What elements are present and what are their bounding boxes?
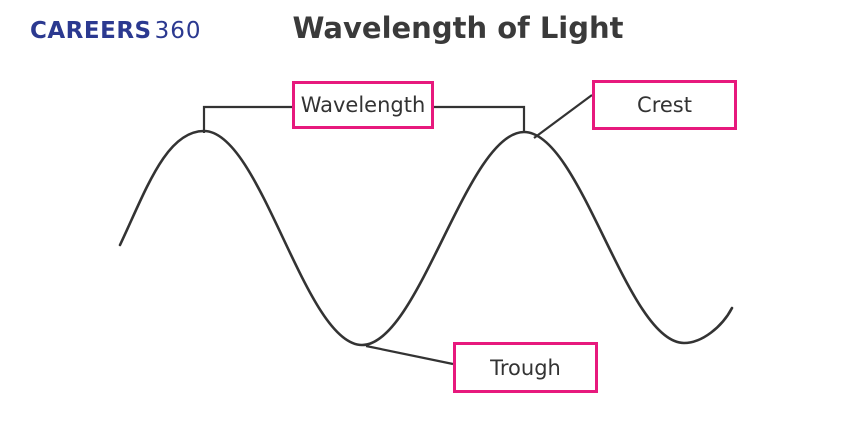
crest-label-box: Crest (592, 80, 737, 130)
crest-pointer-line (533, 94, 593, 139)
wavelength-label-box: Wavelength (292, 81, 434, 129)
trough-pointer-line (365, 344, 454, 366)
logo-text-careers: CAREERS (30, 18, 152, 44)
wavelength-label: Wavelength (300, 93, 426, 117)
trough-label-box: Trough (453, 342, 598, 393)
logo-text-360: 360 (154, 18, 202, 44)
wavelength-measure-line-left (202, 105, 292, 133)
trough-label: Trough (490, 355, 561, 380)
wave-curve (118, 129, 734, 347)
crest-label: Crest (637, 93, 692, 117)
page-title: Wavelength of Light (292, 11, 624, 45)
wavelength-measure-line-right (434, 105, 526, 133)
